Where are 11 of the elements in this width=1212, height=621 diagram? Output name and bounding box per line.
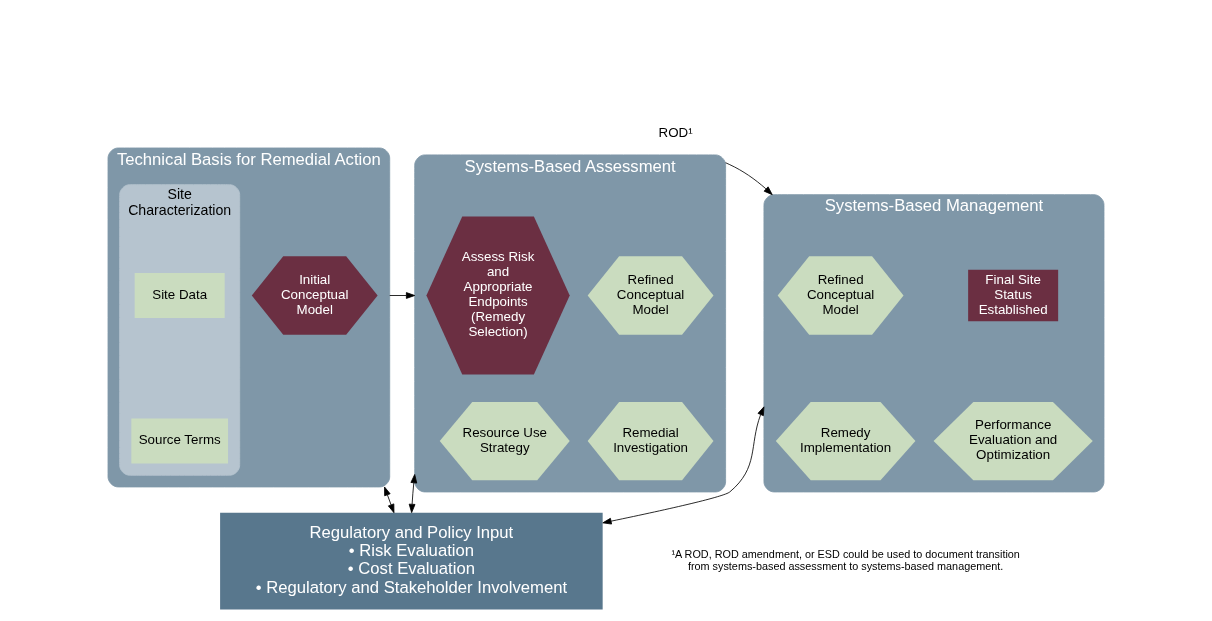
node-box: Source Terms (131, 418, 228, 464)
node-box: Final Site Status Established (968, 269, 1059, 322)
edge-label: ROD¹ (658, 124, 693, 140)
arrow (389, 292, 416, 299)
arrow (725, 162, 773, 196)
node-box: Regulatory and Policy Input • Risk Evaluation • Cost Evaluation • Regulatory and Stakeholder Involvement (220, 512, 603, 610)
label: ¹A ROD, ROD amendment, or ESD could be used to document transition from systems-based assessment to systems-based management. (671, 548, 1020, 572)
arrow (602, 406, 765, 525)
arrow (384, 486, 395, 514)
arrow (408, 474, 418, 514)
node-box: Site Data (134, 273, 225, 318)
